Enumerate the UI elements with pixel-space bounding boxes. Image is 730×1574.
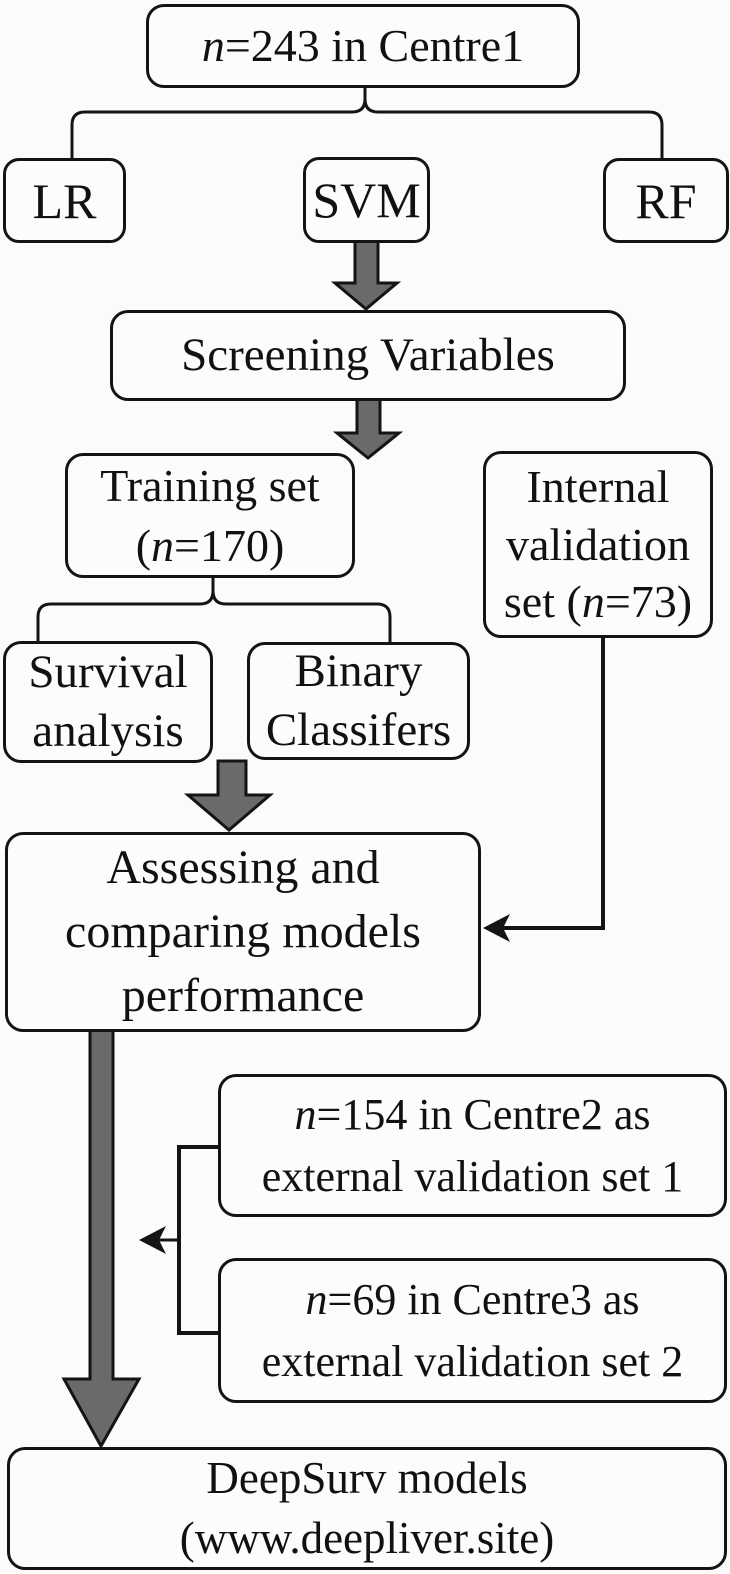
node-rf: RF — [603, 158, 729, 243]
node-survival-analysis: Survival analysis — [3, 641, 213, 763]
node-screening-variables: Screening Variables — [110, 310, 626, 401]
fat-arrow-svm-to-screening — [330, 239, 402, 311]
node-training-set: Training set (n=170) — [65, 453, 355, 578]
node-assessing-performance: Assessing and comparing models performan… — [5, 832, 481, 1032]
node-centre1-cohort: n=243 in Centre1 — [146, 4, 580, 88]
bracket-external-sets — [177, 1145, 220, 1335]
node-external-validation-set-1: n=154 in Centre2 as external validation … — [218, 1074, 727, 1217]
fat-arrow-assessing-to-deepsurv — [61, 1028, 142, 1450]
fat-arrow-methods-to-assessing — [183, 759, 275, 832]
node-external-validation-set-2: n=69 in Centre3 as external validation s… — [218, 1258, 727, 1403]
arrowhead-internal-to-assessing — [483, 914, 510, 942]
fat-arrow-screening-to-training — [332, 397, 404, 460]
node-lr: LR — [3, 158, 126, 243]
bracket-training-right — [211, 578, 392, 644]
line-internal-to-assessing — [492, 637, 605, 930]
bracket-training-left — [36, 578, 215, 643]
arrowhead-external-to-flow — [139, 1226, 166, 1254]
bracket-centre1-right — [363, 86, 664, 160]
node-binary-classifiers: Binary Classifers — [247, 642, 470, 760]
node-internal-validation-set: Internal validation set (n=73) — [483, 451, 713, 638]
bracket-centre1-left — [70, 86, 367, 160]
node-svm: SVM — [303, 157, 430, 243]
node-deepsurv-models: DeepSurv models (www.deepliver.site) — [7, 1447, 727, 1570]
